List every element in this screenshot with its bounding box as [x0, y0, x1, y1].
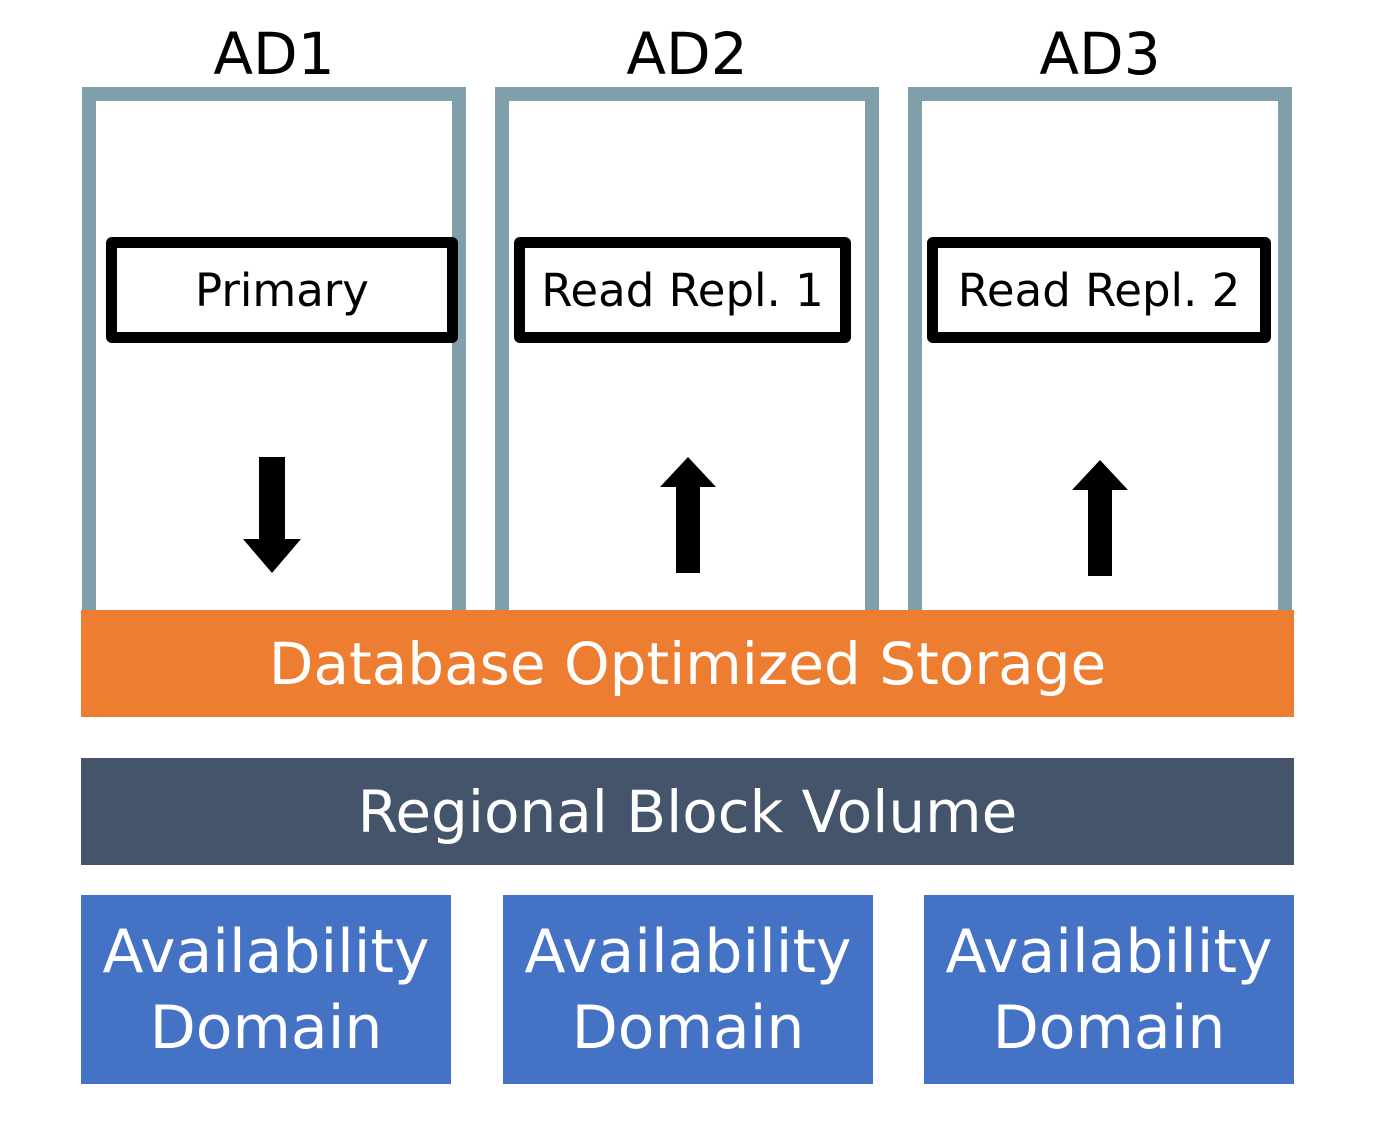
availability-domain-line2: Domain — [571, 992, 805, 1063]
up-arrow-icon — [660, 457, 716, 573]
read-replica-2-node-label: Read Repl. 2 — [957, 263, 1241, 317]
availability-domain-line1: Availability — [945, 916, 1273, 987]
read-replica-1-node-box: Read Repl. 1 — [514, 237, 851, 343]
availability-domain-line1: Availability — [524, 916, 852, 987]
ad3-title: AD3 — [1039, 20, 1161, 88]
availability-domain-box: Availability Domain — [503, 895, 873, 1084]
availability-domain-line2: Domain — [992, 992, 1226, 1063]
ad2-title: AD2 — [626, 20, 748, 88]
down-arrow-icon — [243, 457, 301, 573]
up-arrow-icon — [1072, 460, 1128, 576]
availability-domain-box: Availability Domain — [81, 895, 451, 1084]
ad1-title: AD1 — [213, 20, 335, 88]
database-optimized-storage-band: Database Optimized Storage — [81, 610, 1294, 717]
primary-node-label: Primary — [195, 263, 369, 317]
read-replica-2-node-box: Read Repl. 2 — [927, 237, 1271, 343]
primary-node-box: Primary — [106, 237, 458, 343]
volume-band-label: Regional Block Volume — [357, 777, 1018, 846]
availability-domain-line1: Availability — [102, 916, 430, 987]
availability-domain-box: Availability Domain — [924, 895, 1294, 1084]
read-replica-1-node-label: Read Repl. 1 — [541, 263, 824, 317]
storage-band-label: Database Optimized Storage — [268, 629, 1107, 698]
regional-block-volume-band: Regional Block Volume — [81, 758, 1294, 865]
availability-domain-line2: Domain — [149, 992, 383, 1063]
